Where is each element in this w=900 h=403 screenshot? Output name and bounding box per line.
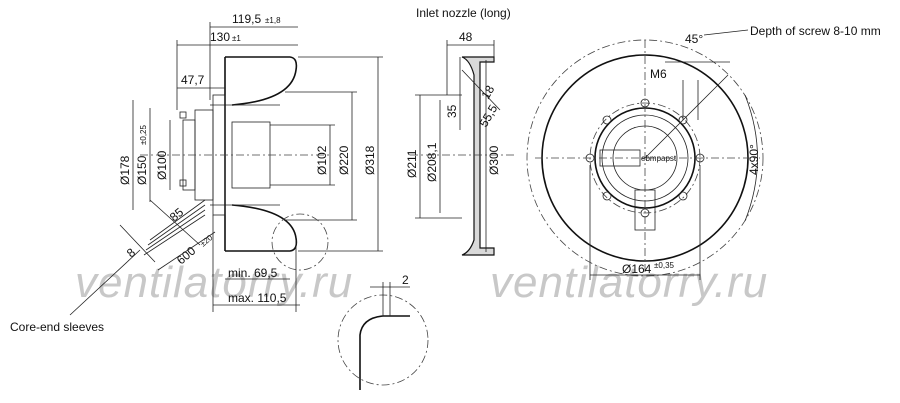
leader-core-end: [69, 249, 141, 316]
dim-130: 130: [210, 30, 230, 44]
dim-164-tol: ±0,35: [654, 261, 675, 270]
cable-600-tol: ±20: [199, 233, 215, 249]
dim-318: Ø318: [363, 145, 377, 175]
impeller-bottom-profile: [225, 204, 298, 252]
dim-102: Ø102: [315, 145, 329, 175]
bolt-top: [179, 111, 187, 119]
dim-119-tol: ±1,8: [265, 16, 281, 25]
label-screw-depth: Depth of screw 8-10 mm: [750, 24, 881, 38]
cable-4: [143, 214, 206, 256]
bolt-hole-br: [678, 191, 688, 201]
dim-35: 35: [445, 104, 459, 118]
m6: M6: [650, 67, 667, 81]
bolt-bottom: [179, 179, 187, 187]
angle-4x90: 4x90°: [747, 144, 761, 175]
dim-47: 47,7: [181, 73, 205, 87]
nozzle-view: Inlet nozzle (long) 48 18 55,5 35 Ø211 Ø…: [405, 6, 515, 256]
cable-1: [149, 199, 206, 241]
front-logo: ebmpapst: [641, 154, 677, 163]
dim-150: Ø150: [135, 155, 149, 185]
arc-4x90: [744, 94, 758, 222]
cable-dim-85: [149, 199, 201, 246]
dim-211: Ø211: [405, 149, 419, 178]
dim-150-tol: ±0,25: [139, 124, 148, 145]
dim-164: Ø164: [622, 262, 652, 276]
dim-119: 119,5: [232, 12, 261, 26]
label-inlet-nozzle: Inlet nozzle (long): [416, 6, 511, 20]
dim-line-18: [461, 69, 501, 111]
cable-dim-8: [119, 224, 156, 263]
watermark-right: ventilatorry.ru: [490, 258, 768, 307]
cable-2: [147, 204, 206, 246]
side-view: 119,5 ±1,8 130 ±1 47,7 Ø178 Ø150 ±0,25 Ø…: [10, 12, 429, 390]
bolt-hole-bl: [602, 191, 612, 201]
dim-100: Ø100: [155, 150, 169, 180]
dim-18: 18: [478, 83, 497, 102]
watermark-left: ventilatorry.ru: [75, 258, 353, 307]
nozzle-profile: [461, 56, 495, 256]
dim-max: max. 110,5: [228, 291, 287, 305]
impeller-top-profile: [225, 56, 298, 106]
front-view: ebmpapst 45° M6 Depth of screw 8-10 mm 4…: [526, 24, 881, 280]
label-core-end: Core-end sleeves: [10, 320, 104, 334]
angle-45: 45°: [685, 32, 703, 46]
cable-85: 85: [167, 205, 186, 225]
detail-profile: [359, 315, 410, 390]
leader-screw-depth: [703, 29, 749, 36]
dim-208: Ø208,1: [425, 142, 439, 182]
detail-marker: [271, 213, 329, 271]
dim-48: 48: [459, 30, 473, 44]
cable-dim-600: [157, 231, 216, 271]
dim-min: min. 69,5: [228, 266, 278, 280]
cable-3: [145, 209, 206, 251]
dim-220: Ø220: [337, 145, 351, 175]
detail-2: 2: [402, 273, 409, 287]
dim-300: Ø300: [487, 145, 501, 175]
angle-45-line: [644, 74, 729, 159]
dim-178: Ø178: [118, 155, 132, 185]
dim-130-tol: ±1: [232, 34, 241, 43]
bolt-hole-tl: [602, 115, 612, 125]
